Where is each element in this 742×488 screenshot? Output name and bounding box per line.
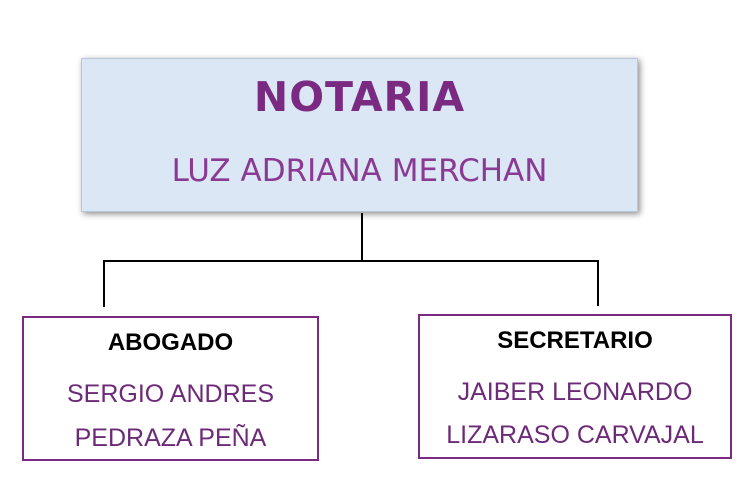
secretario-box: SECRETARIO JAIBER LEONARDO LIZARASO CARV… [418,314,732,459]
secretario-role: SECRETARIO [497,327,653,354]
abogado-role: ABOGADO [107,329,234,356]
notaria-box: NOTARIA LUZ ADRIANA MERCHAN [81,58,638,212]
notaria-title: NOTARIA [253,73,466,121]
secretario-name-line2: LIZARASO CARVAJAL [446,421,704,449]
abogado-name-line1: SERGIO ANDRES [67,380,274,408]
abogado-name-line2: PEDRAZA PEÑA [74,424,267,452]
notaria-name: LUZ ADRIANA MERCHAN [171,153,548,189]
abogado-box: ABOGADO SERGIO ANDRES PEDRAZA PEÑA [22,316,319,461]
secretario-name-line1: JAIBER LEONARDO [457,378,693,406]
